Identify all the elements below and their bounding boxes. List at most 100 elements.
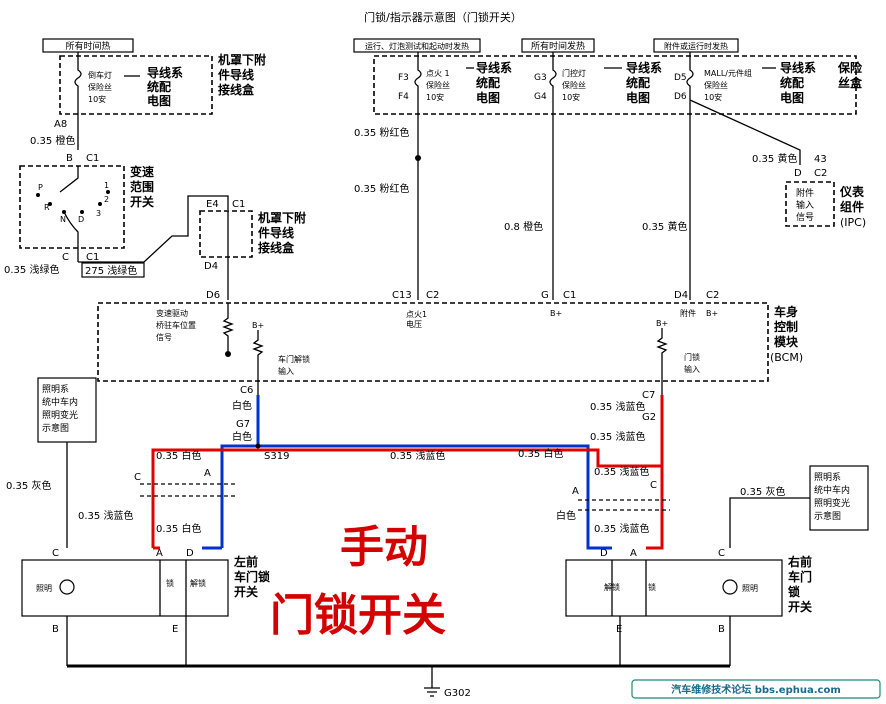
ipc-conn-c2: C2 xyxy=(814,168,827,179)
ipc-label3: 信号 xyxy=(796,211,814,223)
fuse-header-left-text: 所有时间热 xyxy=(65,40,110,52)
wire-pink2: 0.35 粉红色 xyxy=(354,182,409,195)
bcm-park2: 桥驻车位置 xyxy=(156,320,196,330)
fuse1-wire xyxy=(414,52,422,300)
bcm-bplus-unlock: B+ xyxy=(252,321,264,330)
rs-pin-d: D xyxy=(600,548,608,559)
fuse-left-ref2: 统配 xyxy=(147,79,171,94)
fuse2-ref1: 导线系 xyxy=(626,60,662,75)
bcm-unlock-resistor xyxy=(252,330,264,395)
bcm-g: G xyxy=(541,290,549,301)
fuse2-ref3: 电图 xyxy=(626,90,650,105)
rs-name1: 右前 xyxy=(787,554,812,569)
fuse1-ref2: 统配 xyxy=(476,75,500,90)
ipc-name3: (IPC) xyxy=(840,216,866,229)
range-conn-c1b: C1 xyxy=(86,252,99,263)
wire-lb-r3: 0.35 浅蓝色 xyxy=(594,522,649,535)
bcm-label1: 车身 xyxy=(774,304,798,319)
left-door-switch xyxy=(21,559,229,617)
fuse-left-name2: 保险丝 xyxy=(88,82,112,92)
ipc-name2: 组件 xyxy=(840,199,864,214)
underhood-box2 xyxy=(199,210,253,258)
lighting-left4: 示意图 xyxy=(42,422,69,434)
uh-label2: 件导线 xyxy=(258,225,294,240)
range-out-wire xyxy=(63,211,79,262)
fuse-left-ref1: 导线系 xyxy=(147,65,183,80)
bcm-lock1: 门锁 xyxy=(684,352,700,362)
ls-lamp-icon xyxy=(59,579,75,595)
ground-g302: G302 xyxy=(444,688,471,699)
wire-lightgreen: 0.35 浅绿色 xyxy=(4,263,59,276)
ls-pin-b: B xyxy=(52,624,59,635)
wire-white-g7: 白色 xyxy=(232,430,252,443)
ipc-name1: 仪表 xyxy=(839,184,865,199)
bcm-label4: (BCM) xyxy=(770,351,803,364)
lighting-left2: 统中车内 xyxy=(42,396,78,408)
ground-drops xyxy=(66,616,731,666)
underhood-fuse-box xyxy=(59,55,213,115)
fuse3-name2: 保险丝 xyxy=(704,80,728,90)
fuse1-f3: F3 xyxy=(398,73,409,83)
range-r: R xyxy=(44,203,50,212)
fuse-left-loc1: 机罩下附 xyxy=(218,52,266,67)
watermark-text: 汽车维修技术论坛 bbs.ephua.com xyxy=(671,683,841,696)
bcm-c7: C7 xyxy=(642,390,655,401)
ls-pin-d: D xyxy=(186,548,194,559)
uh-e4: E4 xyxy=(206,199,219,210)
ipc-label2: 输入 xyxy=(796,199,814,211)
overlay-title-line2: 门锁开关 xyxy=(270,590,446,641)
rs-name4: 开关 xyxy=(788,599,812,614)
fuse-left-name: 倒车灯 xyxy=(88,70,112,80)
wire-lb-left: 0.35 浅蓝色 xyxy=(78,509,133,522)
wire-gray-right xyxy=(729,497,810,548)
uh-d4: D4 xyxy=(204,261,218,272)
bcm-label2: 控制 xyxy=(774,319,798,334)
range-label1: 变速 xyxy=(130,164,154,179)
fuse-header-2 xyxy=(521,38,595,53)
fuse-header-1 xyxy=(353,38,481,53)
fuse1-name: 点火 1 xyxy=(426,69,450,78)
range-dot-d xyxy=(80,210,84,214)
lighting-left1: 照明系 xyxy=(42,384,69,395)
fuse-header-3-text: 附件或运行时发热 xyxy=(664,41,728,51)
bcm-c1: C1 xyxy=(563,290,576,301)
wire-275-box xyxy=(81,262,145,278)
lighting-left3: 照明变光 xyxy=(42,409,78,421)
range-n: N xyxy=(60,215,66,224)
rs-pin-c: C xyxy=(718,548,725,559)
fuse-block xyxy=(373,55,857,115)
bcm-lock2: 输入 xyxy=(684,364,700,374)
ipc-label1: 附件 xyxy=(796,187,814,199)
ls-pin-c: C xyxy=(52,548,59,559)
wire-red-right xyxy=(646,395,664,550)
lighting-right3: 照明变光 xyxy=(814,497,850,509)
fuse-header-1-text: 运行、灯泡测试和起动时发热 xyxy=(365,41,469,51)
uh-c1: C1 xyxy=(232,199,245,210)
ipc-wire xyxy=(689,99,801,165)
wire-white-left2: 0.35 白色 xyxy=(156,522,201,535)
range-pin-b: B xyxy=(66,153,73,164)
bcm-c2b: C2 xyxy=(706,290,719,301)
range-3: 3 xyxy=(96,209,101,218)
fuse2-name: 门控灯 xyxy=(562,68,586,78)
fuse-left-symbol xyxy=(74,52,82,150)
wire-white-left: 0.35 白色 xyxy=(156,449,201,462)
wire-blue-mid xyxy=(222,444,612,550)
bcm-bplus-g: B+ xyxy=(550,309,562,318)
fuse2-g3: G3 xyxy=(534,73,547,83)
rs-pin-e: E xyxy=(616,624,622,635)
fuse3-ref3: 电图 xyxy=(780,90,804,105)
bcm-ign1: 点火1 xyxy=(406,310,427,319)
wire-s319: S319 xyxy=(264,451,289,462)
bcm-ign2: 电压 xyxy=(406,319,422,329)
wire-lb-c7: 0.35 浅蓝色 xyxy=(590,400,645,413)
ls-pin-a: A xyxy=(156,548,163,559)
fuse2-ref2: 统配 xyxy=(626,75,650,90)
bcm-d4: D4 xyxy=(674,290,688,301)
inline-right-a: A xyxy=(572,486,579,497)
overlay-title-line1: 手动 xyxy=(340,522,428,573)
bcm-park1: 变速驱动 xyxy=(156,308,188,318)
right-door-switch xyxy=(565,559,783,617)
